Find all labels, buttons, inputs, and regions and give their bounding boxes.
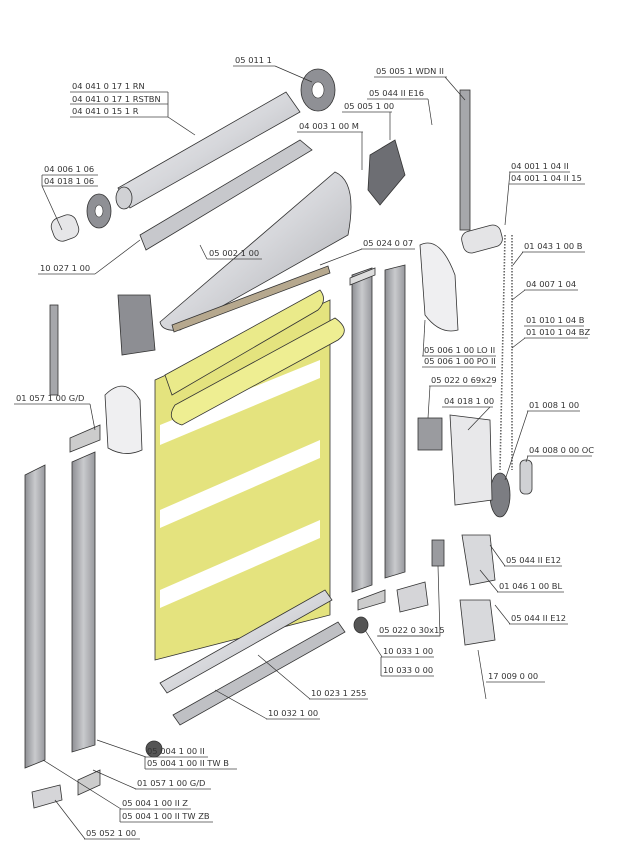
end-cap-left — [104, 385, 143, 454]
part-label: 05 024 0 07 — [363, 238, 413, 248]
part-label: 05 004 1 00 II Z — [122, 798, 188, 808]
part-label: 05 052 1 00 — [86, 828, 136, 838]
roller-clutch — [367, 139, 406, 206]
side-rails — [24, 264, 406, 769]
bracket-top-right — [459, 89, 471, 231]
part-label: 05 044 II E12 — [511, 613, 566, 623]
part-label: 10 033 0 00 — [383, 665, 433, 675]
roller-tube — [115, 91, 301, 210]
part-label: 01 010 1 04 BZ — [526, 327, 590, 337]
part-label: 05 005 1 00 — [344, 101, 394, 111]
part-label: 01 010 1 04 B — [526, 315, 585, 325]
part-label: 05 044 II E12 — [506, 555, 561, 565]
fabric-panel — [154, 289, 345, 661]
tension-device — [449, 414, 493, 506]
part-label: 04 041 0 15 1 R — [72, 106, 139, 116]
part-label: 05 022 0 69x29 — [431, 375, 497, 385]
part-label: 01 046 1 00 BL — [499, 581, 562, 591]
felt-strip — [171, 265, 331, 333]
part-label: 05 004 1 00 II TW B — [147, 758, 229, 768]
washer-left — [86, 193, 112, 229]
part-label: 04 041 0 17 1 RN — [72, 81, 145, 91]
part-labels: 05 011 1 05 005 1 WDN II 04 041 0 17 1 R… — [14, 55, 594, 840]
part-label: 05 004 1 00 II — [147, 746, 205, 756]
part-label: 04 006 1 06 — [44, 164, 94, 174]
small-caps — [31, 424, 429, 809]
chain-drive — [461, 224, 533, 518]
washer-top — [300, 68, 336, 112]
part-label: 01 043 1 00 B — [524, 241, 583, 251]
top-profile — [139, 139, 313, 251]
part-label: 05 002 1 00 — [209, 248, 259, 258]
part-label: 10 033 1 00 — [383, 646, 433, 656]
part-label: 05 005 1 WDN II — [376, 66, 444, 76]
leader-lines — [41, 65, 529, 840]
part-label: 05 022 0 30x15 — [379, 625, 445, 635]
part-label: 05 006 1 00 LO II — [424, 345, 495, 355]
part-label: 05 006 1 00 PO II — [424, 356, 496, 366]
part-label: 04 003 1 00 M — [299, 121, 359, 131]
part-label: 10 027 1 00 — [40, 263, 90, 273]
bracket-left — [49, 294, 156, 396]
safety-clip — [459, 534, 496, 646]
part-label: 04 018 1 00 — [444, 396, 494, 406]
end-cap-right — [419, 242, 459, 332]
part-label: 04 008 0 00 OC — [529, 445, 594, 455]
part-label: 05 011 1 — [235, 55, 272, 65]
part-label: 04 001 1 04 II 15 — [511, 173, 582, 183]
part-label: 04 007 1 04 — [526, 279, 576, 289]
part-label: 10 032 1 00 — [268, 708, 318, 718]
part-label: 04 041 0 17 1 RSTBN — [72, 94, 161, 104]
part-label: 01 057 1 00 G/D — [137, 778, 205, 788]
part-label: 17 009 0 00 — [488, 671, 538, 681]
end-plug — [50, 214, 80, 242]
part-label: 01 008 1 00 — [529, 400, 579, 410]
cassette-cover — [159, 171, 352, 331]
part-label: 04 001 1 04 II — [511, 161, 569, 171]
part-label: 04 018 1 06 — [44, 176, 94, 186]
part-label: 05 004 1 00 II TW ZB — [122, 811, 210, 821]
part-label: 01 057 1 00 G/D — [16, 393, 84, 403]
part-label: 10 023 1 255 — [311, 688, 366, 698]
part-label: 05 044 II E16 — [369, 88, 424, 98]
label-plate — [417, 417, 445, 567]
bottom-bars — [145, 589, 369, 758]
